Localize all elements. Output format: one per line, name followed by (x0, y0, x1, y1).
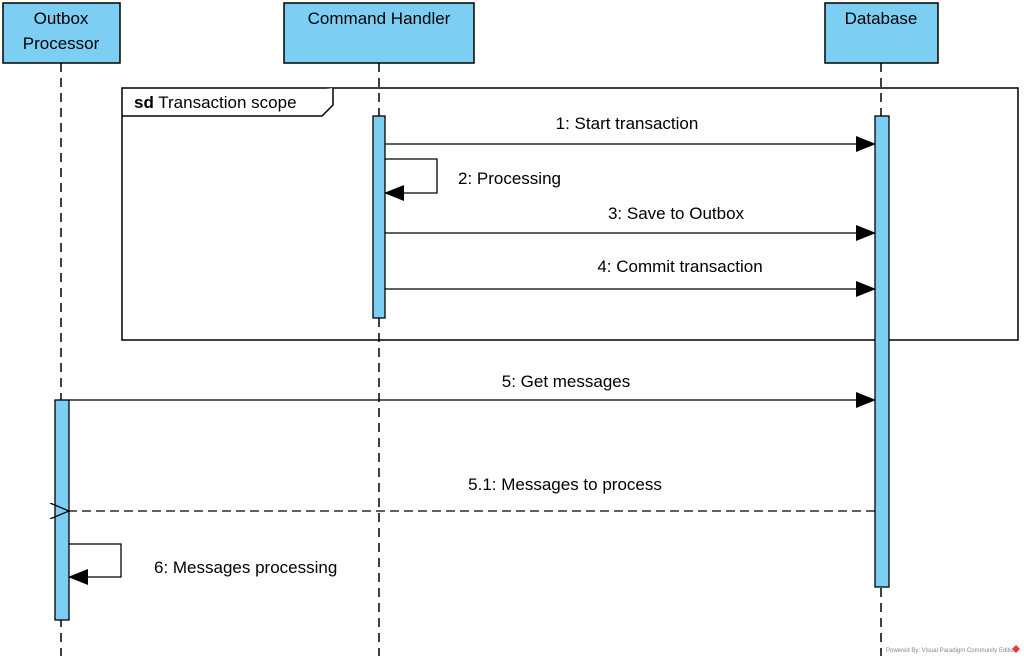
lifeline-outbox-head[interactable]: Outbox Processor (2, 2, 121, 64)
message-3[interactable]: 3: Save to Outbox (385, 204, 876, 241)
combined-fragment-frame[interactable]: sd Transaction scope (121, 87, 1019, 341)
watermark: Powered By: Visual Paradigm Community Ed… (886, 645, 1020, 654)
message-label: 1: Start transaction (556, 114, 699, 133)
activation-db (874, 115, 890, 588)
visual-paradigm-logo-icon (1012, 645, 1020, 653)
lifeline-label: Database (845, 9, 918, 28)
lifeline-label: Processor (23, 34, 100, 53)
message-5-1[interactable]: 5.1: Messages to process (69, 475, 875, 511)
svg-text:Powered By: Visual Paradigm Co: Powered By: Visual Paradigm Community Ed… (886, 648, 1017, 654)
message-label: 2: Processing (458, 169, 561, 188)
message-6[interactable]: 6: Messages processing (68, 543, 337, 585)
lifeline-handler-head[interactable]: Command Handler (283, 2, 475, 64)
message-5[interactable]: 5: Get messages (69, 372, 876, 408)
lifeline-db-head[interactable]: Database (824, 2, 939, 64)
message-2[interactable]: 2: Processing (384, 158, 561, 201)
message-label: 4: Commit transaction (597, 257, 762, 276)
message-label: 5.1: Messages to process (468, 475, 662, 494)
activation-handler (372, 115, 386, 319)
lifeline-label: Outbox (34, 9, 89, 28)
message-label: 5: Get messages (502, 372, 631, 391)
message-1[interactable]: 1: Start transaction (385, 114, 876, 152)
lifeline-label: Command Handler (308, 9, 451, 28)
message-label: 3: Save to Outbox (608, 204, 745, 223)
message-4[interactable]: 4: Commit transaction (385, 257, 876, 297)
activation-outbox (54, 399, 70, 621)
frame-label: sd Transaction scope (134, 93, 297, 112)
message-label: 6: Messages processing (154, 558, 337, 577)
